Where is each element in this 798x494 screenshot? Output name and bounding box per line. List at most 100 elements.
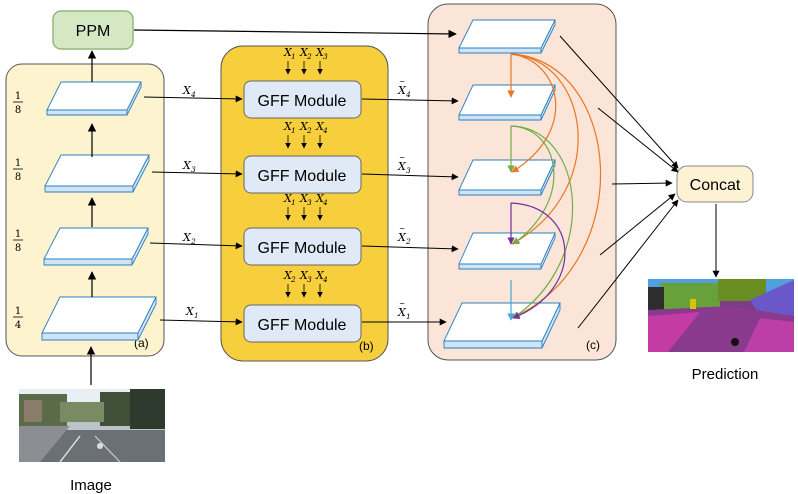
ppm-box <box>52 10 134 50</box>
input-base: X <box>315 192 325 205</box>
input-base: X <box>315 120 325 133</box>
orange-arrow-4 <box>510 53 601 319</box>
gff-module-3: GFF Module <box>243 155 362 194</box>
scale-denominator: 8 <box>15 105 21 116</box>
x4-tilde-label: X ~ 4 <box>397 77 411 99</box>
input-sub: 3 <box>307 275 312 284</box>
input-sub: 4 <box>322 126 328 135</box>
scale-fraction-3: 1 8 <box>13 229 23 254</box>
green-arrow-2 <box>510 125 555 245</box>
feature-flow-arrows <box>143 95 459 326</box>
orange-arrow-2 <box>510 53 557 173</box>
scale-numerator: 1 <box>15 306 21 317</box>
input-sub: 4 <box>322 198 328 207</box>
arrow-plate-2-to-concat <box>597 107 679 173</box>
concat-box <box>676 165 754 203</box>
feature-sub: 1 <box>194 311 199 320</box>
x2-tilde-label: X ~ 2 <box>397 224 411 246</box>
gff-label: GFF Module <box>258 240 347 257</box>
input-sub: 3 <box>323 52 328 61</box>
scale-numerator: 1 <box>15 91 21 102</box>
feature-sub: 4 <box>405 90 411 99</box>
backbone-arrows <box>86 29 457 385</box>
gff-label: GFF Module <box>258 168 347 185</box>
tilde-mark: ~ <box>399 77 405 86</box>
input-base: X <box>299 192 309 205</box>
feature-plates <box>41 19 561 349</box>
input-base: X <box>299 120 309 133</box>
feature-base: X <box>182 231 192 244</box>
input-sub: 4 <box>322 275 328 284</box>
scale-fraction-2: 1 8 <box>13 158 23 183</box>
arrow-gff3-to-c <box>361 173 459 181</box>
x3-label: X 3 <box>182 159 196 174</box>
purple-arrow-2 <box>510 202 566 319</box>
arrow-plate-1-to-concat <box>559 35 679 169</box>
input-sub: 3 <box>307 198 312 207</box>
feature-base: X <box>397 160 407 173</box>
feature-base: X <box>185 305 195 318</box>
orange-arrow-3 <box>510 53 579 245</box>
panel-b-label: (b) <box>359 339 374 353</box>
feature-sub: 2 <box>405 237 411 246</box>
scale-numerator: 1 <box>15 158 21 169</box>
scale-numerator: 1 <box>15 229 21 240</box>
arrow-gff2-to-c <box>361 245 459 253</box>
scale-fraction-1: 1 8 <box>13 91 23 116</box>
gate-arrows <box>507 53 601 321</box>
plate-c-1 <box>458 19 556 54</box>
image-caption: Image <box>70 477 112 494</box>
arrow-x1-to-gff <box>159 318 243 326</box>
gff-module-1: GFF Module <box>243 304 362 343</box>
input-base: X <box>315 269 325 282</box>
prediction-image <box>648 279 794 352</box>
plate-a-x4 <box>46 81 142 116</box>
feature-sub: 1 <box>406 312 411 321</box>
plate-c-5 <box>443 302 561 349</box>
arrow-x3-to-gff <box>151 170 243 178</box>
plate-a-x1 <box>41 296 157 341</box>
gff-module-2: GFF Module <box>243 227 362 266</box>
tilde-mark: ~ <box>399 153 405 162</box>
tilde-mark: ~ <box>399 299 405 308</box>
input-base: X <box>283 269 293 282</box>
gff-label: GFF Module <box>258 93 347 110</box>
concat-arrows <box>559 35 720 329</box>
arrow-x4-to-gff <box>143 95 243 103</box>
input-base: X <box>299 269 309 282</box>
input-sub: 2 <box>306 52 312 61</box>
scale-denominator: 8 <box>15 243 21 254</box>
plate-a-x3 <box>44 154 150 193</box>
input-base: X <box>283 192 293 205</box>
arrow-ppm-to-c <box>133 29 457 39</box>
arrow-gff4-to-c <box>361 97 459 105</box>
input-sub: 2 <box>306 126 312 135</box>
plate-c-2 <box>458 84 556 121</box>
input-base: X <box>299 46 309 59</box>
x1-tilde-label: X ~ 1 <box>397 299 411 321</box>
prediction-caption: Prediction <box>692 366 759 383</box>
arrow-plate-4-to-concat <box>599 193 676 256</box>
concat-label: Concat <box>690 177 741 194</box>
panel-b-background <box>220 45 389 362</box>
panel-c-label: (c) <box>586 338 600 352</box>
arrow-plate-5-to-concat <box>577 199 679 329</box>
tilde-mark: ~ <box>399 224 405 233</box>
gff-module-4: GFF Module <box>243 80 362 119</box>
gff-label: GFF Module <box>258 317 347 334</box>
scale-denominator: 4 <box>15 320 21 331</box>
x2-label: X 2 <box>182 231 196 246</box>
feature-sub: 3 <box>406 166 411 175</box>
